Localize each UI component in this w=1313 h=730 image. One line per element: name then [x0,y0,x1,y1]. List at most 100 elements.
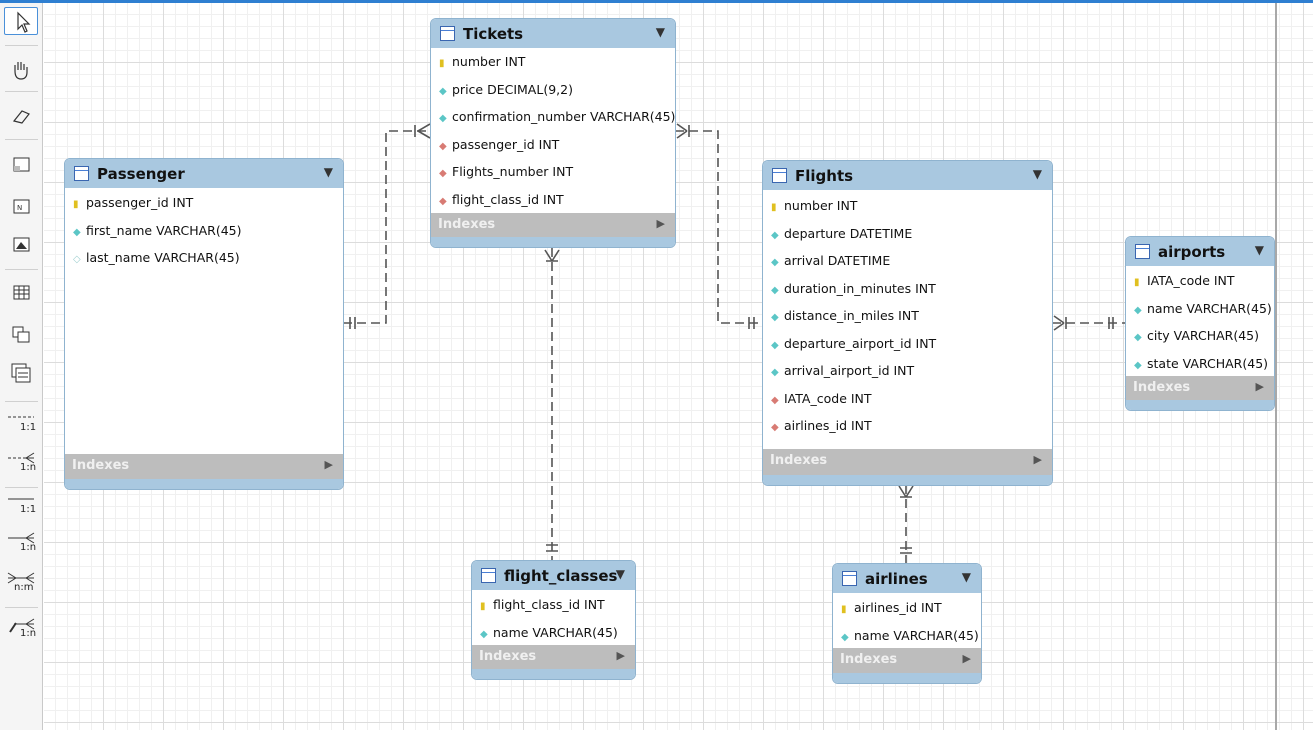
table-header[interactable]: flight_classes ▼ [472,561,635,590]
column-row[interactable]: ◆IATA_code INT [771,385,872,412]
expand-arrow-icon[interactable]: ▶ [656,217,665,230]
hand-icon [14,62,28,80]
column-row[interactable]: ◆arrival_airport_id INT [771,357,914,384]
column-icon: ◆ [771,339,779,351]
rel-1-1-nonidentifying[interactable]: 1:1 [4,409,38,437]
note-icon: N [13,199,30,214]
page-boundary [1275,3,1277,730]
table-airlines[interactable]: airlines ▼ Indexes ▶ ▮airlines_id INT◆na… [832,563,982,684]
collapse-arrow-icon[interactable]: ▼ [615,567,625,581]
indexes-section[interactable]: Indexes ▶ [65,454,343,480]
column-row[interactable]: ◆name VARCHAR(45) [1134,295,1272,322]
table-tickets[interactable]: Tickets ▼ Indexes ▶ ▮number INT◆price DE… [430,18,676,248]
column-row[interactable]: ◆passenger_id INT [439,131,559,158]
column-text: departure DATETIME [784,225,913,241]
table-header[interactable]: Tickets ▼ [431,19,675,48]
collapse-arrow-icon[interactable]: ▼ [655,25,665,39]
rel-flightclasses-end [546,544,558,552]
primary-key-icon: ▮ [73,199,79,210]
column-row[interactable]: ◆price DECIMAL(9,2) [439,76,573,103]
layer-tool[interactable] [4,151,38,179]
rel-1-n-existing-columns[interactable]: 1:n [4,615,38,643]
column-text: number INT [784,198,858,213]
table-icon [13,285,30,300]
column-row[interactable]: ▮airlines_id INT [841,594,942,621]
column-icon: ◆ [771,257,779,268]
table-tool[interactable] [4,279,38,307]
rel-tickets-flights-end [676,123,690,139]
indexes-section[interactable]: Indexes ▶ [472,645,635,671]
rel-airlines-end [900,547,912,554]
column-icon: ◆ [1134,359,1142,371]
indexes-section[interactable]: Indexes ▶ [763,449,1052,475]
column-text: arrival DATETIME [784,253,891,268]
column-text: name VARCHAR(45) [493,624,618,640]
collapse-arrow-icon[interactable]: ▼ [323,165,333,179]
table-airports[interactable]: airports ▼ Indexes ▶ ▮IATA_code INT◆name… [1125,236,1275,411]
column-row[interactable]: ◆duration_in_minutes INT [771,275,936,302]
column-text: state VARCHAR(45) [1147,355,1269,371]
relationship-icon [8,532,35,544]
rel-n-m-identifying[interactable]: n:m [4,569,38,597]
column-row[interactable]: ◆flight_class_id INT [439,186,564,213]
table-name: Flights [795,167,854,185]
select-tool[interactable] [4,7,38,35]
column-row[interactable]: ◆ arrival DATETIME [771,247,890,274]
column-row[interactable]: ◆name VARCHAR(45) [841,622,979,649]
table-flights[interactable]: Flights ▼ Indexes ▶ ▮number INT◆departur… [762,160,1053,486]
column-row[interactable]: ◆departure_airport_id INT [771,330,936,357]
column-row[interactable]: ▮IATA_code INT [1134,267,1235,294]
indexes-section[interactable]: Indexes ▶ [833,648,981,674]
column-row[interactable]: ◆Flights_number INT [439,158,573,185]
rel-1-n-identifying[interactable]: 1:n [4,529,38,557]
rel-1-n-nonidentifying[interactable]: 1:n [4,449,38,477]
view-tool[interactable] [4,321,38,349]
column-row[interactable]: ◆name VARCHAR(45) [480,619,618,646]
column-row[interactable]: ◇last_name VARCHAR(45) [73,244,240,271]
table-header[interactable]: Flights ▼ [763,161,1052,190]
table-flight-classes[interactable]: flight_classes ▼ Indexes ▶ ▮flight_class… [471,560,636,680]
column-icon: ◆ [771,312,779,323]
indexes-section[interactable]: Indexes ▶ [1126,376,1274,402]
selection-border [0,0,1313,3]
column-row[interactable]: ▮number INT [439,48,525,75]
note-tool[interactable]: N [4,193,38,221]
column-icon: ◆ [1134,304,1142,316]
table-header[interactable]: airlines ▼ [833,564,981,593]
expand-arrow-icon[interactable]: ▶ [1033,453,1042,466]
column-row[interactable]: ◆confirmation_number VARCHAR(45) [439,103,675,130]
column-row[interactable]: ▮passenger_id INT [73,189,193,216]
column-row[interactable]: ◆departure DATETIME [771,220,912,247]
column-icon: ◆ [439,113,447,124]
hand-tool[interactable] [4,55,38,83]
indexes-section[interactable]: Indexes ▶ [431,213,675,239]
column-row[interactable]: ▮number INT [771,192,857,219]
table-passenger[interactable]: Passenger ▼ Indexes ▶ ▮passenger_id INT◆… [64,158,344,490]
collapse-arrow-icon[interactable]: ▼ [1032,167,1042,181]
rel-1-1-identifying[interactable]: 1:1 [4,491,38,519]
column-row[interactable]: ◆distance_in_miles INT [771,302,919,329]
column-row[interactable]: ◆ state VARCHAR(45) [1134,350,1268,377]
image-tool[interactable] [4,231,38,259]
expand-arrow-icon[interactable]: ▶ [324,458,333,471]
expand-arrow-icon[interactable]: ▶ [962,652,971,665]
table-header[interactable]: Passenger ▼ [65,159,343,188]
eraser-tool[interactable] [4,101,38,129]
table-name: airlines [865,570,928,588]
column-row[interactable]: ◆city VARCHAR(45) [1134,322,1259,349]
column-row[interactable]: ◆first_name VARCHAR(45) [73,217,242,244]
column-row[interactable]: ◆airlines_id INT [771,412,872,439]
expand-arrow-icon[interactable]: ▶ [1255,380,1264,393]
indexes-label: Indexes [770,453,828,468]
routine-group-tool[interactable] [4,359,38,387]
column-icon: ◆ [841,631,849,643]
collapse-arrow-icon[interactable]: ▼ [961,570,971,584]
expand-arrow-icon[interactable]: ▶ [616,649,625,662]
collapse-arrow-icon[interactable]: ▼ [1254,243,1264,257]
primary-key-icon: ▮ [841,604,847,615]
relationship-label: 1:1 [20,422,37,433]
column-row[interactable]: ▮flight_class_id INT [480,591,605,618]
table-footer [472,669,635,679]
table-header[interactable]: airports ▼ [1126,237,1274,266]
